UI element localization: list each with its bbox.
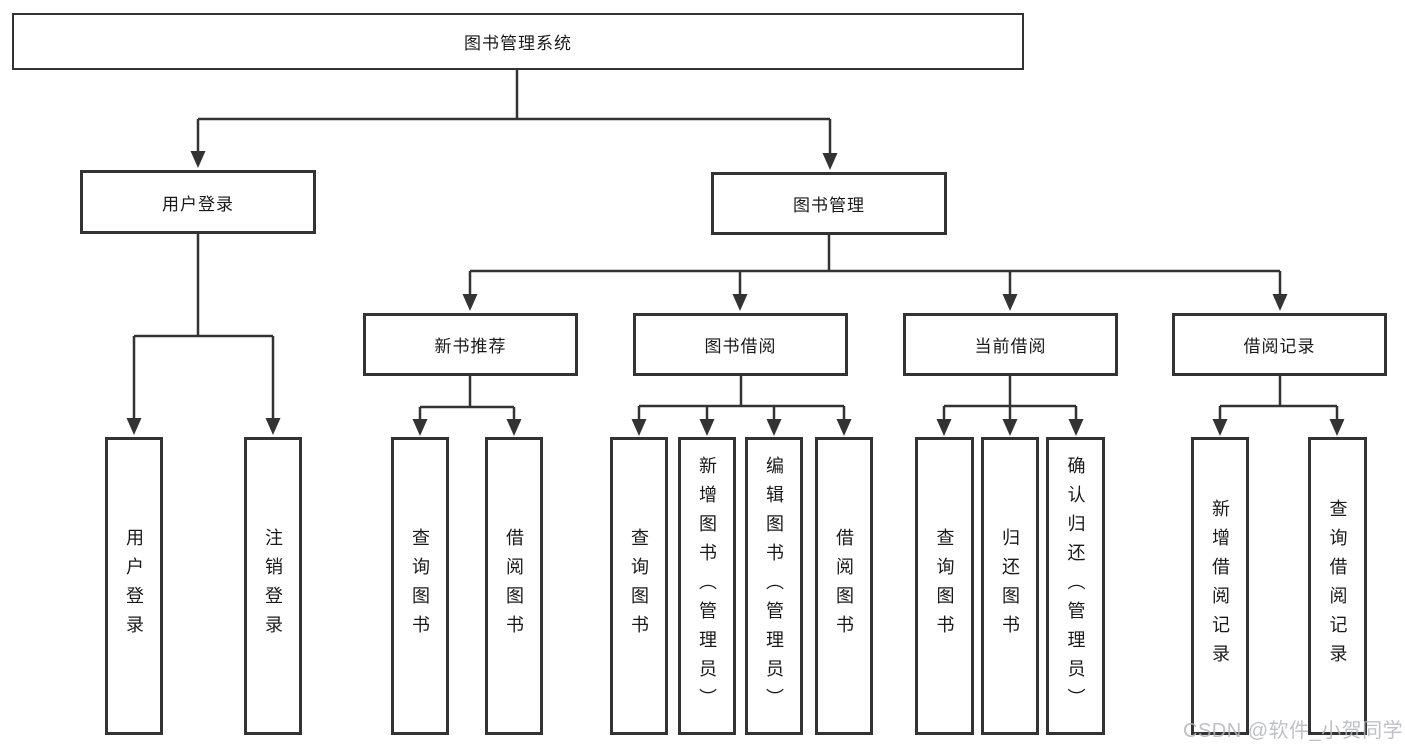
leaf-current-query-books-label: 查询图书: [934, 528, 955, 644]
leaf-add-borrow-record: 新增借阅记录: [1191, 437, 1249, 735]
leaf-borrow-books: 借阅图书: [815, 437, 873, 735]
node-book-management: 图书管理: [711, 172, 947, 235]
leaf-return-books: 归还图书: [981, 437, 1039, 735]
leaf-confirm-return-admin-label: 确认归还（管理员）: [1065, 455, 1086, 717]
node-borrow-records: 借阅记录: [1172, 313, 1387, 376]
node-book-borrow: 图书借阅: [633, 313, 848, 376]
leaf-user-login: 用户登录: [105, 437, 163, 735]
node-book-borrow-label: 图书借阅: [704, 337, 777, 356]
leaf-recommend-query-books-label: 查询图书: [410, 528, 430, 644]
node-current-borrow-label: 当前借阅: [974, 337, 1047, 356]
node-user-login-label: 用户登录: [162, 194, 234, 214]
leaf-query-borrow-record: 查询借阅记录: [1308, 437, 1367, 735]
leaf-edit-books-admin-label: 编辑图书（管理员）: [764, 455, 784, 717]
leaf-recommend-borrow-books-label: 借阅图书: [504, 528, 524, 644]
node-root-label: 图书管理系统: [464, 34, 572, 53]
leaf-logout: 注销登录: [244, 437, 302, 735]
node-new-book-recommend-label: 新书推荐: [434, 337, 507, 356]
leaf-confirm-return-admin: 确认归还（管理员）: [1046, 437, 1105, 735]
leaf-current-query-books: 查询图书: [915, 437, 974, 735]
leaf-logout-label: 注销登录: [263, 528, 283, 644]
leaf-user-login-label: 用户登录: [124, 528, 144, 644]
leaf-add-borrow-record-label: 新增借阅记录: [1210, 499, 1230, 673]
leaf-recommend-query-books: 查询图书: [391, 437, 449, 735]
leaf-add-books-admin: 新增图书（管理员）: [678, 437, 736, 735]
leaf-borrow-query-books-label: 查询图书: [629, 528, 649, 644]
node-root-library-system: 图书管理系统: [12, 13, 1024, 70]
leaf-add-books-admin-label: 新增图书（管理员）: [697, 455, 717, 717]
leaf-recommend-borrow-books: 借阅图书: [485, 437, 543, 735]
node-current-borrow: 当前借阅: [903, 313, 1118, 376]
leaf-edit-books-admin: 编辑图书（管理员）: [745, 437, 803, 735]
node-book-management-label: 图书管理: [793, 196, 865, 215]
node-new-book-recommend: 新书推荐: [363, 313, 578, 376]
leaf-return-books-label: 归还图书: [1000, 528, 1020, 644]
node-borrow-records-label: 借阅记录: [1243, 337, 1316, 356]
leaf-query-borrow-record-label: 查询借阅记录: [1327, 499, 1348, 673]
leaf-borrow-books-label: 借阅图书: [834, 528, 854, 644]
csdn-watermark: CSDN @软件_小贺同学: [1183, 720, 1404, 742]
leaf-borrow-query-books: 查询图书: [610, 437, 668, 735]
node-user-login: 用户登录: [80, 170, 316, 234]
